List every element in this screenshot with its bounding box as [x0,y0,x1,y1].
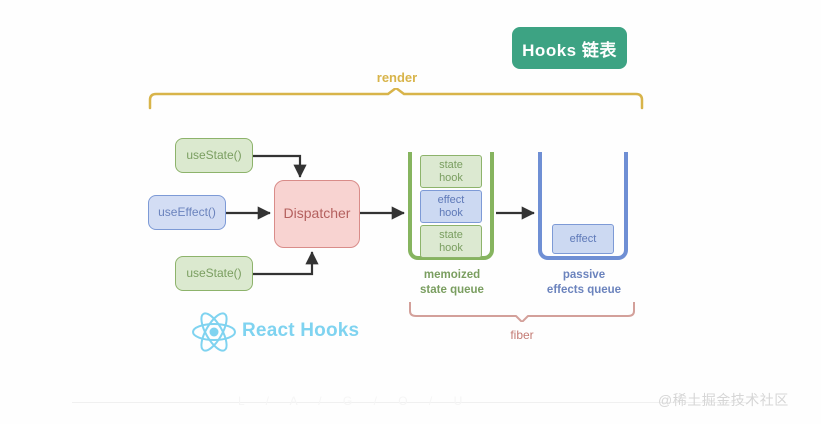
render-bracket-icon [148,88,644,110]
state-queue-item-1[interactable]: state hook [420,155,482,188]
dispatcher-node[interactable]: Dispatcher [274,180,360,248]
hook-node-label: useEffect() [158,205,216,219]
react-hooks-logo-text: React Hooks [242,320,360,341]
state-queue-item-line2: hook [439,171,463,184]
state-queue-item-line1: state [439,228,463,241]
state-queue-label-line2: state queue [420,283,484,296]
footer-divider [72,402,747,403]
effects-queue-label-line1: passive [562,269,606,281]
state-queue-label-line1: memoized [423,269,481,281]
hook-node-label: useState() [186,266,242,280]
hooks-linked-list-badge: Hooks 链表 [512,27,627,69]
badge-label: Hooks 链表 [522,40,617,60]
memoized-state-queue-label: memoized state queue [398,268,506,298]
fiber-label: fiber [510,328,534,342]
memoized-state-queue: state hook effect hook state hook [408,152,494,260]
effects-queue-item-line1: effect [569,232,597,245]
effects-queue-container-icon [538,152,628,260]
footer-faint-text: L / A / G / O / U [238,394,472,408]
passive-effects-queue-label: passive effects queue [524,268,644,298]
effects-queue-item-1[interactable]: effect [552,224,614,254]
hook-node-useeffect[interactable]: useEffect() [148,195,226,230]
hook-node-usestate-2[interactable]: useState() [175,256,253,291]
state-queue-container-icon [408,152,494,260]
state-queue-item-line2: hook [439,241,463,254]
passive-effects-queue: effect [538,152,628,260]
react-atom-icon [192,312,236,352]
state-queue-item-line1: state [439,158,463,171]
hook-node-label: useState() [186,148,242,162]
watermark: @稀土掘金技术社区 [658,392,789,408]
state-queue-item-3[interactable]: state hook [420,225,482,258]
hook-node-usestate-1[interactable]: useState() [175,138,253,173]
render-label: render [376,70,418,85]
state-queue-item-line2: hook [439,206,463,219]
dispatcher-label: Dispatcher [283,205,351,222]
state-queue-item-2[interactable]: effect hook [420,190,482,223]
fiber-bracket-icon [409,302,635,322]
effects-queue-label-line2: effects queue [546,283,622,296]
state-queue-item-line1: effect [437,193,465,206]
